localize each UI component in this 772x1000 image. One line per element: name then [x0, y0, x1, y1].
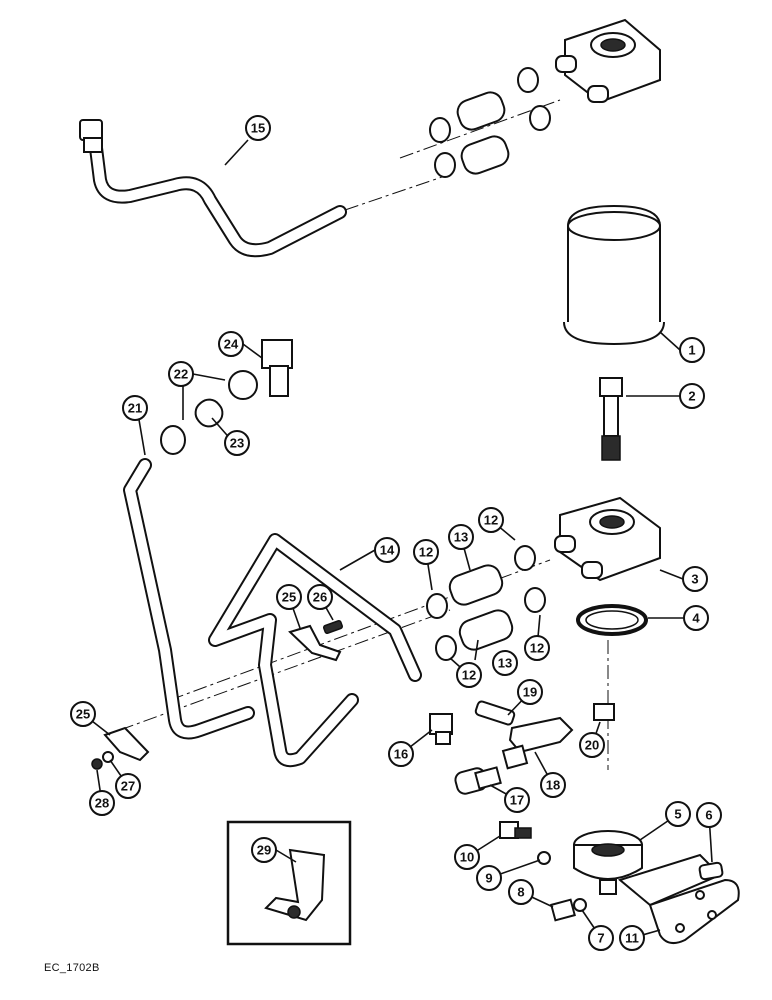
top-clamp-1 — [429, 117, 451, 143]
callout-25a-label: 25 — [282, 590, 296, 605]
callout-28: 28 — [89, 790, 115, 816]
callout-1-label: 1 — [688, 343, 695, 358]
callout-15-label: 15 — [251, 121, 265, 136]
lower-left-clip — [91, 726, 150, 770]
gasket-plate — [648, 878, 740, 945]
callout-13b: 13 — [492, 650, 518, 676]
callout-17-label: 17 — [510, 793, 524, 808]
top-clamp-4 — [529, 105, 551, 131]
callout-8-label: 8 — [517, 885, 524, 900]
callout-2-label: 2 — [688, 389, 695, 404]
callout-2: 2 — [679, 383, 705, 409]
top-oil-cooler — [555, 18, 661, 104]
top-center-line — [344, 99, 561, 211]
lower-hoses-clamps — [426, 545, 546, 661]
pipe-15 — [79, 119, 347, 258]
callout-12a-label: 12 — [419, 545, 433, 560]
callout-17: 17 — [504, 787, 530, 813]
callout-27-label: 27 — [121, 779, 135, 794]
callout-10-label: 10 — [460, 850, 474, 865]
mid-clip — [288, 619, 344, 662]
callout-1: 1 — [679, 337, 705, 363]
callout-4-label: 4 — [692, 611, 700, 626]
top-assembly — [79, 18, 661, 258]
callout-13a-label: 13 — [454, 530, 468, 545]
callout-13a: 13 — [448, 524, 474, 550]
callout-23-label: 23 — [230, 436, 244, 451]
callout-29-label: 29 — [257, 843, 271, 858]
callout-18-label: 18 — [546, 778, 560, 793]
upper-fitting-group — [160, 339, 293, 455]
callout-14-label: 14 — [380, 543, 395, 558]
top-clamp-3 — [517, 67, 539, 93]
top-clamp-2 — [434, 152, 456, 178]
callout-22-label: 22 — [174, 367, 188, 382]
callout-8: 8 — [508, 879, 534, 905]
filter-base — [573, 830, 722, 907]
callout-14: 14 — [374, 537, 400, 563]
callout-12b: 12 — [478, 507, 504, 533]
callout-25b: 25 — [70, 701, 96, 727]
callout-28-label: 28 — [95, 796, 109, 811]
callout-3: 3 — [682, 566, 708, 592]
callout-15: 15 — [245, 115, 271, 141]
figure-reference-code: EC_1702B — [44, 962, 100, 974]
callout-12a: 12 — [413, 539, 439, 565]
callout-29: 29 — [251, 837, 277, 863]
callout-7-label: 7 — [597, 931, 604, 946]
callout-12d: 12 — [524, 635, 550, 661]
callout-25b-label: 25 — [76, 707, 90, 722]
callout-11-label: 11 — [625, 931, 639, 946]
callout-26: 26 — [307, 584, 333, 610]
lower-oil-cooler — [554, 496, 661, 582]
inset-panel — [226, 820, 352, 946]
callout-19-label: 19 — [523, 685, 537, 700]
callout-3-label: 3 — [691, 572, 698, 587]
callout-9-label: 9 — [485, 871, 492, 886]
callout-21: 21 — [122, 395, 148, 421]
callout-26-label: 26 — [313, 590, 327, 605]
callout-24-label: 24 — [224, 337, 239, 352]
callout-6-label: 6 — [705, 808, 712, 823]
callout-11: 11 — [619, 925, 645, 951]
callout-16: 16 — [388, 741, 414, 767]
callout-20: 20 — [579, 732, 605, 758]
callout-12d-label: 12 — [530, 641, 544, 656]
callout-21-label: 21 — [128, 401, 142, 416]
callout-6: 6 — [696, 802, 722, 828]
filter-stud — [599, 377, 623, 461]
callout-7: 7 — [588, 925, 614, 951]
callout-23: 23 — [224, 430, 250, 456]
top-hoses-clamps — [429, 67, 551, 178]
callout-25a: 25 — [276, 584, 302, 610]
seal-ring — [576, 604, 648, 636]
small-parts — [499, 821, 724, 922]
top-hose-1 — [456, 91, 506, 131]
top-hose-2 — [460, 135, 510, 175]
callout-12c: 12 — [456, 662, 482, 688]
callout-22: 22 — [168, 361, 194, 387]
callout-12b-label: 12 — [484, 513, 498, 528]
callouts: 15 1 2 24 22 21 23 14 12 13 12 3 25 26 4… — [70, 115, 722, 951]
callout-10: 10 — [454, 844, 480, 870]
callout-18: 18 — [540, 772, 566, 798]
callout-27: 27 — [115, 773, 141, 799]
oil-filter — [563, 204, 665, 346]
callout-4: 4 — [683, 605, 709, 631]
fittings-group — [429, 700, 615, 795]
callout-16-label: 16 — [394, 747, 408, 762]
callout-19: 19 — [517, 679, 543, 705]
pipe-14 — [123, 458, 422, 768]
callout-5: 5 — [665, 801, 691, 827]
pipe-15-fitting-body — [83, 137, 103, 153]
callout-20-label: 20 — [585, 738, 599, 753]
callout-24: 24 — [218, 331, 244, 357]
callout-12c-label: 12 — [462, 668, 476, 683]
callout-5-label: 5 — [674, 807, 681, 822]
callout-13b-label: 13 — [498, 656, 512, 671]
callout-9: 9 — [476, 865, 502, 891]
